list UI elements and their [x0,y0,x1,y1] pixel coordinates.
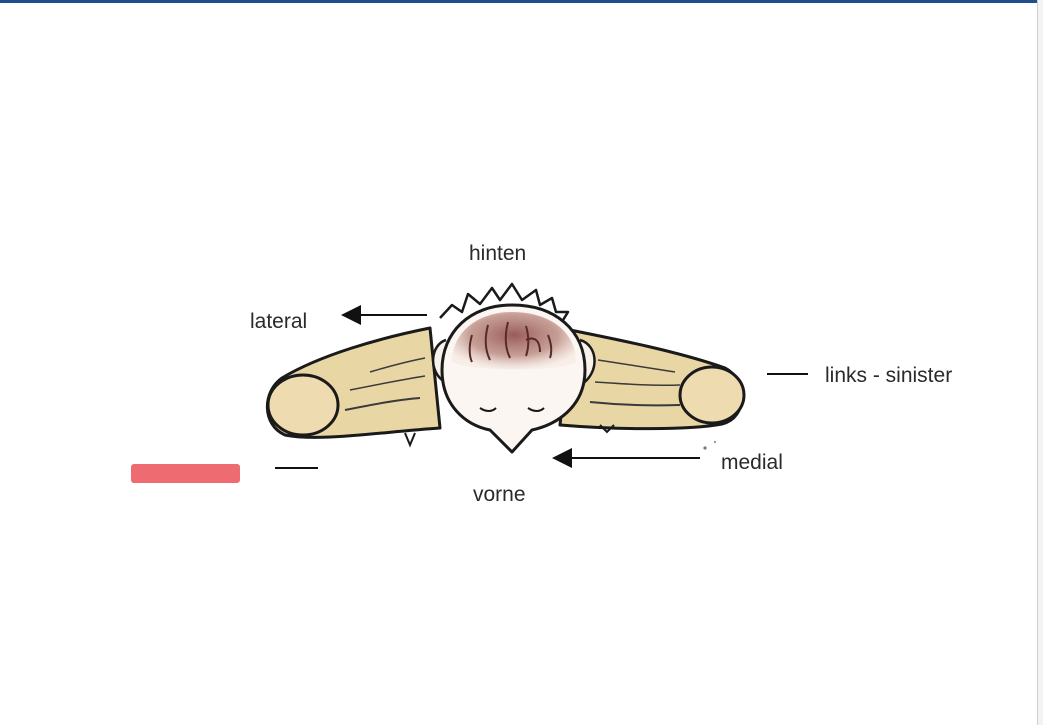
right-arm-drawing [558,328,746,434]
label-lateral: lateral [250,310,308,333]
medial-dot [703,446,707,450]
hair-spikes-drawing [439,282,570,326]
left-arm-drawing [265,326,442,448]
redaction-mark [131,464,240,483]
label-hinten: hinten [469,242,527,265]
label-medial: medial [721,451,783,474]
right-edge-margin [1038,0,1043,725]
right-edge-border [1037,0,1038,725]
label-vorne: vorne [473,483,526,506]
medial-dot-2 [713,440,717,444]
window-top-bar [0,0,1043,3]
head-drawing [440,303,587,454]
label-links-sinister: links - sinister [825,364,953,387]
